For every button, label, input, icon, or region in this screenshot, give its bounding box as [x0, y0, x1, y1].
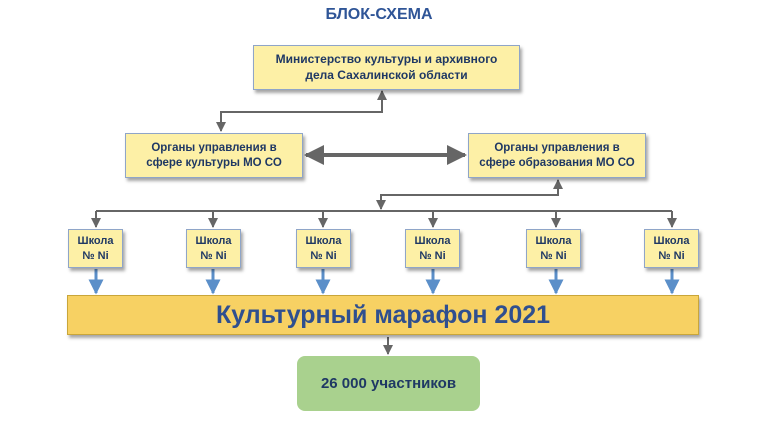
- school-box: Школа № Ni: [405, 229, 460, 268]
- participants-result-box: 26 000 участников: [297, 356, 480, 411]
- school-label: Школа: [653, 235, 690, 248]
- ministry-line2: дела Сахалинской области: [305, 67, 468, 82]
- school-box: Школа № Ni: [296, 229, 351, 268]
- school-box: Школа № Ni: [526, 229, 581, 268]
- culture-authority-line2: сфере культуры МО СО: [146, 156, 282, 169]
- education-authority-box: Органы управления в сфере образования МО…: [468, 133, 646, 178]
- school-label: Школа: [414, 235, 451, 248]
- ministry-line1: Министерство культуры и архивного: [275, 51, 498, 66]
- marathon-box: Культурный марафон 2021: [67, 295, 699, 335]
- diagram-title: БЛОК-СХЕМА: [325, 6, 433, 23]
- education-authority-line1: Органы управления в: [494, 141, 620, 154]
- school-number: № Ni: [658, 249, 685, 262]
- school-number: № Ni: [540, 249, 567, 262]
- school-box: Школа № Ni: [644, 229, 699, 268]
- ministry-box: Министерство культуры и архивного дела С…: [253, 45, 520, 90]
- school-label: Школа: [305, 235, 342, 248]
- school-box: Школа № Ni: [68, 229, 123, 268]
- culture-authority-line1: Органы управления в: [151, 141, 277, 154]
- ministry-culture-connector: [216, 90, 387, 132]
- school-to-marathon-arrows: [88, 269, 680, 295]
- school-label: Школа: [535, 235, 572, 248]
- school-number: № Ni: [310, 249, 337, 262]
- school-box: Школа № Ni: [186, 229, 241, 268]
- school-number: № Ni: [82, 249, 109, 262]
- education-authority-line2: сфере образования МО СО: [479, 156, 635, 169]
- school-number: № Ni: [419, 249, 446, 262]
- culture-authority-box: Органы управления в сфере культуры МО СО: [125, 133, 303, 178]
- school-number: № Ni: [200, 249, 227, 262]
- school-label: Школа: [195, 235, 232, 248]
- school-drop-arrows: [91, 211, 677, 228]
- education-schools-connector: [376, 179, 563, 210]
- school-label: Школа: [77, 235, 114, 248]
